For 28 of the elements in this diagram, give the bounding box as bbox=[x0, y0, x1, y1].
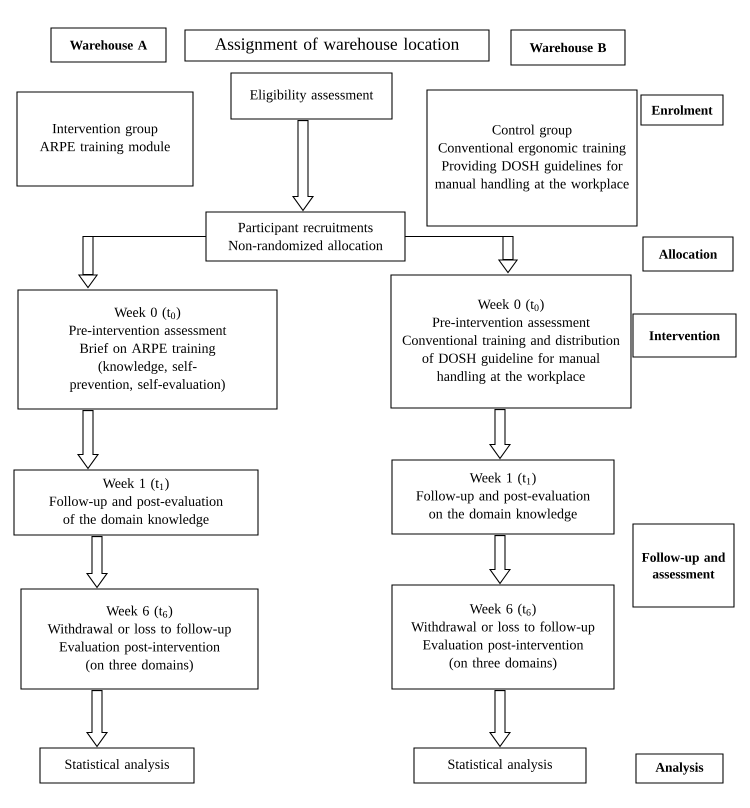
block-arrow bbox=[488, 409, 512, 460]
process-box: Statistical analysis bbox=[413, 747, 587, 784]
process-box: Week 1 (t$_{1}$) Follow-up and post-evaluation of the domain knowledge bbox=[13, 469, 259, 536]
process-box: Week 0 (t$_{0}$) Pre-intervention assessment Brief on ARPE training (knowledge, self-prevention, self-evaluation) bbox=[17, 289, 278, 410]
block-arrow bbox=[406, 236, 518, 274]
process-box: Eligibility assessment bbox=[230, 72, 393, 120]
process-box: Participant recruitments Non-randomized allocation bbox=[205, 211, 406, 262]
block-arrow bbox=[86, 690, 108, 748]
group-label-box: Warehouse B bbox=[510, 29, 626, 66]
group-box: Control group Conventional ergonomic training Providing DOSH guidelines for manual handling at the workplace bbox=[426, 89, 638, 227]
process-box: Week 0 (t$_{0}$) Pre-intervention assessment Conventional training and distribution of DOSH guideline for manual handling at the workplace bbox=[390, 274, 632, 409]
group-label-box: Warehouse A bbox=[50, 27, 167, 63]
block-arrow bbox=[488, 690, 512, 748]
process-box: Statistical analysis bbox=[39, 747, 195, 784]
phase-label-box: Enrolment bbox=[640, 94, 724, 126]
block-arrow bbox=[292, 120, 314, 212]
phase-label-box: Allocation bbox=[642, 236, 734, 272]
phase-label-box: Intervention bbox=[632, 313, 737, 358]
heading-box: Assignment of warehouse location bbox=[184, 29, 490, 62]
phase-label-box: Analysis bbox=[635, 753, 724, 784]
phase-label-box: Follow-up and assessment bbox=[632, 523, 735, 608]
process-box: Week 6 (t$_{6}$) Withdrawal or loss to follow-up Evaluation post-intervention (on three domains) bbox=[20, 588, 259, 690]
block-arrow bbox=[76, 410, 100, 470]
process-box: Week 1 (t$_{1}$) Follow-up and post-evaluation on the domain knowledge bbox=[391, 459, 615, 535]
block-arrow bbox=[86, 536, 108, 588]
process-box: Week 6 (t$_{6}$) Withdrawal or loss to follow-up Evaluation post-intervention (on three domains) bbox=[391, 584, 615, 690]
block-arrow bbox=[488, 535, 512, 584]
group-box: Intervention group ARPE training module bbox=[16, 91, 194, 187]
